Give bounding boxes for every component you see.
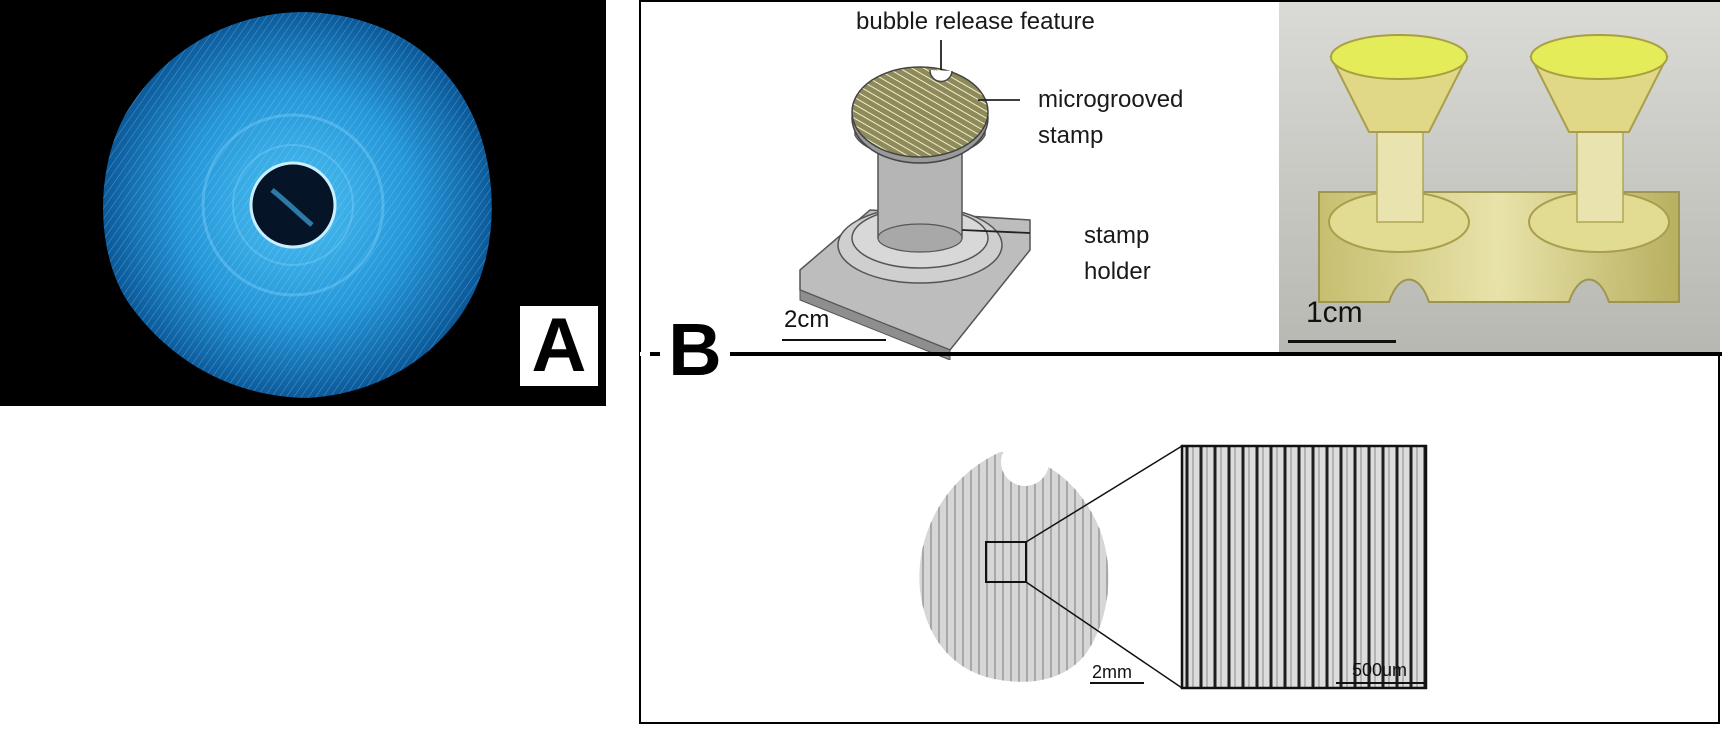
panel-b-frame [639, 0, 1720, 724]
scale-bar-photo [1288, 340, 1396, 343]
divider-tick [640, 352, 650, 356]
scale-bar-inset [1336, 682, 1424, 684]
scale-bar-label-schematic: 2cm [784, 306, 830, 333]
panel-b-label: B [660, 312, 730, 388]
scale-bar-label-inset: 500um [1352, 660, 1408, 680]
micrograph-figure [919, 440, 1428, 690]
label-stamp-2: stamp [1084, 222, 1150, 249]
stamp-photo-image [1279, 2, 1720, 352]
panel-a-label: A [520, 306, 598, 386]
scale-bar-schematic [782, 339, 886, 341]
label-stamp: stamp [1038, 122, 1104, 149]
panel-a-image [0, 0, 606, 406]
stamp-schematic [799, 40, 1031, 360]
label-microgrooved: microgrooved [1038, 86, 1184, 113]
panel-b-divider [639, 352, 1722, 356]
scale-bar-label-micrograph: 2mm [1092, 662, 1132, 682]
stamp-photo [1279, 2, 1720, 352]
scale-bar-label-photo: 1cm [1306, 296, 1363, 329]
label-holder: holder [1084, 258, 1151, 285]
fiber-disc-image [103, 12, 492, 398]
label-bubble-release: bubble release feature [856, 8, 1095, 35]
scale-bar-micrograph [1090, 682, 1144, 684]
